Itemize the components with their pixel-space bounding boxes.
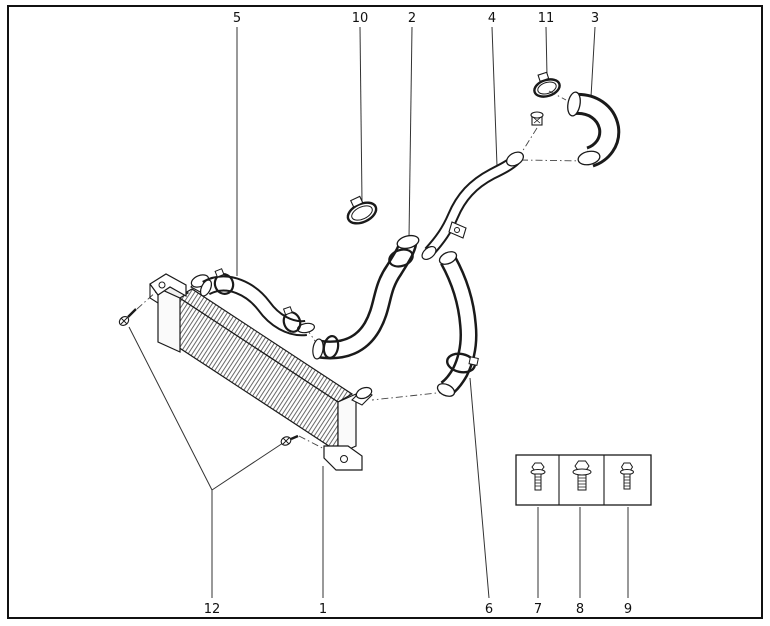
hose-2-clamp-top	[388, 248, 414, 268]
hose-2-clamp-bottom	[322, 334, 340, 360]
leader-10	[359, 26, 363, 203]
leader-2	[408, 26, 413, 239]
bolt-part-8	[572, 460, 592, 491]
callout-11-label: 11	[538, 11, 555, 26]
axis-screw-a-bracket	[136, 290, 158, 310]
callout-1-label: 1	[319, 602, 327, 617]
leader-12	[128, 326, 284, 598]
screw-part-12-a	[118, 308, 137, 326]
pipe-4-bracket-tab	[448, 221, 467, 239]
callout-6-label: 6	[485, 602, 493, 617]
callout-7-label: 7	[534, 602, 542, 617]
intercooler-upper-bracket	[149, 273, 187, 304]
callout-3-label: 3	[591, 11, 599, 26]
fastener-legend-box	[515, 454, 652, 506]
intercooler	[149, 273, 373, 471]
callout-9-label: 9	[624, 602, 632, 617]
bolt-part-7	[530, 462, 546, 491]
hose-5-clamp-right	[282, 306, 302, 333]
clamp-part-11	[533, 71, 561, 98]
callout-10-label: 10	[352, 11, 369, 26]
callout-12-label: 12	[204, 602, 221, 617]
elbow-hose-part-3	[567, 91, 621, 168]
figure-border	[7, 5, 763, 619]
callout-5-label: 5	[233, 11, 241, 26]
leader-lines	[128, 26, 629, 599]
bolt-part-9	[620, 462, 634, 490]
hose-6-clamp	[445, 352, 479, 374]
hose-part-6	[436, 251, 479, 397]
callout-2-label: 2	[408, 11, 416, 26]
hose-part-2	[312, 234, 420, 360]
axis-elbow3-pipe4	[519, 159, 587, 162]
leader-3	[590, 26, 596, 98]
axis-hose6-outlet	[371, 391, 447, 401]
callout-labels: 5 10 2 4 11 3 12 1 6 7 8 9	[204, 11, 632, 617]
intercooler-left-tank	[157, 287, 181, 353]
axis-sensor-pipe4	[521, 127, 538, 153]
pipe-part-4	[421, 151, 525, 261]
intercooler-lower-bracket	[323, 445, 363, 471]
leader-4	[491, 26, 498, 167]
screw-part-12-b	[280, 434, 299, 446]
sensor-fitting	[530, 111, 544, 126]
intercooler-right-tank	[337, 393, 357, 455]
callout-8-label: 8	[576, 602, 584, 617]
leader-11	[545, 26, 548, 77]
leader-6	[469, 377, 490, 599]
clamp-part-10	[346, 195, 378, 225]
hose-5-clamp-left	[213, 268, 235, 295]
hose-part-5	[199, 268, 316, 337]
callout-4-label: 4	[488, 11, 496, 26]
axis-clamp11-elbow3	[548, 90, 567, 101]
intercooler-outlet-port	[351, 386, 373, 406]
